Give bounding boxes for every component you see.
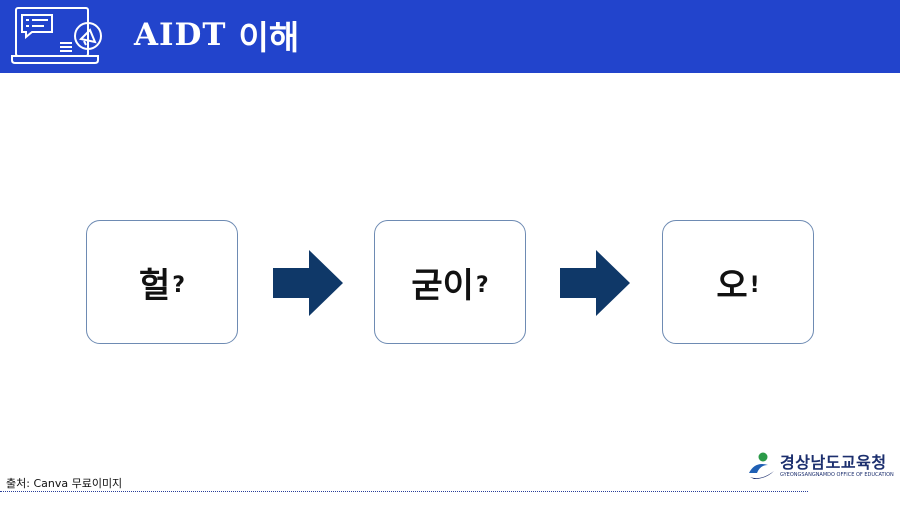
logo-text-english: GYEONGSANGNAMDO OFFICE OF EDUCATION [780, 471, 894, 478]
flow-card-2: 굳이? [374, 220, 526, 344]
logo-text-korean: 경상남도교육청 [780, 452, 887, 472]
slide-header: AIDT 이해 [0, 0, 900, 73]
flow-card-1-text: 헐 [138, 265, 171, 306]
flow-card-2-text: 굳이 [411, 265, 474, 306]
image-source-caption: 출처: Canva 무료이미지 [6, 477, 123, 490]
flow-card-1: 헐? [86, 220, 238, 344]
flow-card-3: 오! [662, 220, 814, 344]
flow-card-2-mark: ? [475, 272, 489, 298]
laptop-chat-megaphone-icon [11, 7, 102, 64]
flow-card-3-mark: ! [749, 272, 760, 298]
education-office-emblem-icon [749, 452, 774, 479]
education-office-logo: 경상남도교육청 GYEONGSANGNAMDO OFFICE OF EDUCAT… [746, 450, 896, 482]
page-title-latin: AIDT [134, 17, 227, 53]
arrow-right-icon [560, 250, 630, 316]
footer-divider [0, 491, 808, 492]
flow-card-1-mark: ? [172, 272, 186, 298]
arrow-right-icon [273, 250, 343, 316]
page-title-korean: 이해 [238, 18, 300, 57]
flow-card-3-text: 오 [716, 265, 748, 306]
page-title: AIDT 이해 [134, 12, 299, 58]
